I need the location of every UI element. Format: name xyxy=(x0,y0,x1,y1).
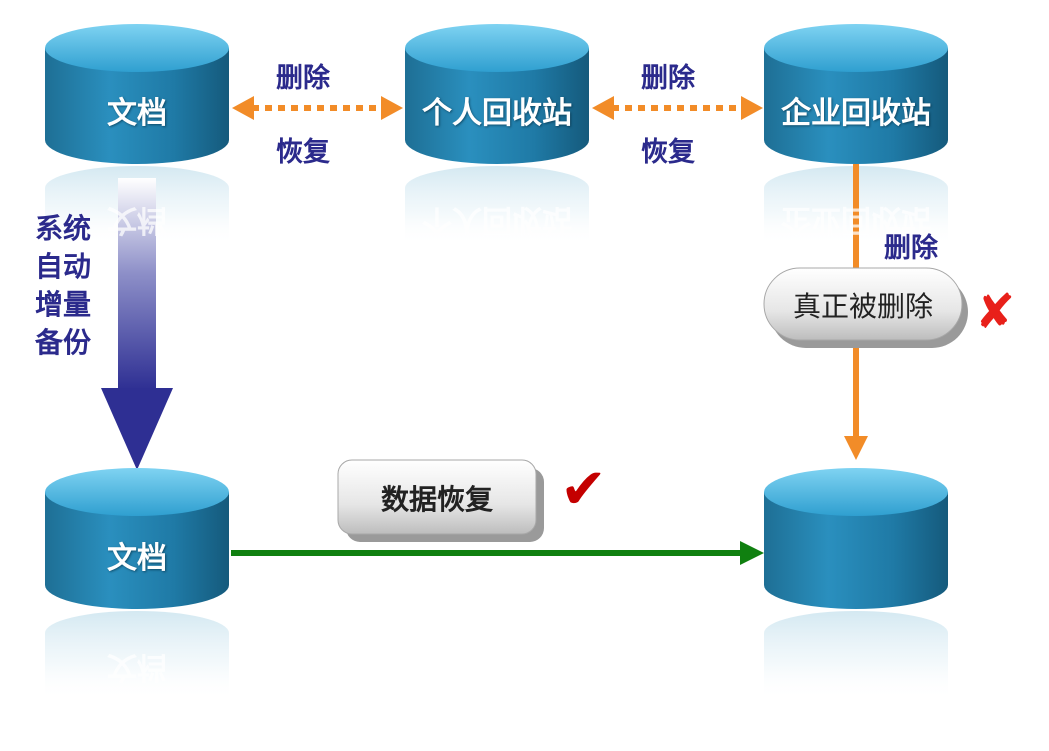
personal-enterprise-arrow xyxy=(592,96,763,120)
doc-personal-restore-label: 恢复 xyxy=(276,137,330,168)
enterprise-delete-label: 删除 xyxy=(884,233,938,264)
restore-arrow xyxy=(231,541,764,565)
target-reflection xyxy=(764,611,948,700)
enterprise-bin-cylinder xyxy=(764,24,948,164)
target-cylinder xyxy=(764,468,948,609)
enterprise-bin-label: 企业回收站 xyxy=(781,96,931,131)
personal-bin-label: 个人回收站 xyxy=(422,96,572,131)
backup-label-line-4: 备份 xyxy=(34,326,91,359)
doc-bottom-reflection xyxy=(45,611,229,700)
doc-top-label: 文档 xyxy=(107,96,167,131)
data-restore-label: 数据恢复 xyxy=(380,483,493,516)
doc-personal-delete-label: 删除 xyxy=(276,63,330,94)
check-icon: ✔ xyxy=(560,457,607,522)
personal-bin-reflection xyxy=(405,166,589,245)
cross-icon: ✘ xyxy=(975,284,1016,340)
data-restore-box-shape xyxy=(337,459,544,542)
doc-bottom-cylinder xyxy=(45,468,229,609)
backup-label-line-1: 系统 xyxy=(34,212,91,245)
personal-enterprise-delete-label: 删除 xyxy=(641,63,695,94)
true-delete-pill-shape xyxy=(763,267,968,348)
doc-bottom-mirror-text: 文档 xyxy=(107,652,167,684)
personal-bin-mirror-text: 个人回收站 xyxy=(422,205,572,237)
backup-label: 系统 自动 增量 备份 xyxy=(28,210,98,362)
personal-bin-cylinder xyxy=(405,24,589,164)
backup-arrow xyxy=(101,178,173,470)
backup-label-line-2: 自动 xyxy=(34,250,91,283)
personal-enterprise-restore-label: 恢复 xyxy=(641,137,695,168)
doc-top-cylinder xyxy=(45,24,229,164)
true-delete-label: 真正被删除 xyxy=(792,290,933,323)
doc-bottom-label: 文档 xyxy=(107,541,167,576)
backup-label-line-3: 增量 xyxy=(34,288,91,321)
doc-personal-arrow xyxy=(232,96,403,120)
